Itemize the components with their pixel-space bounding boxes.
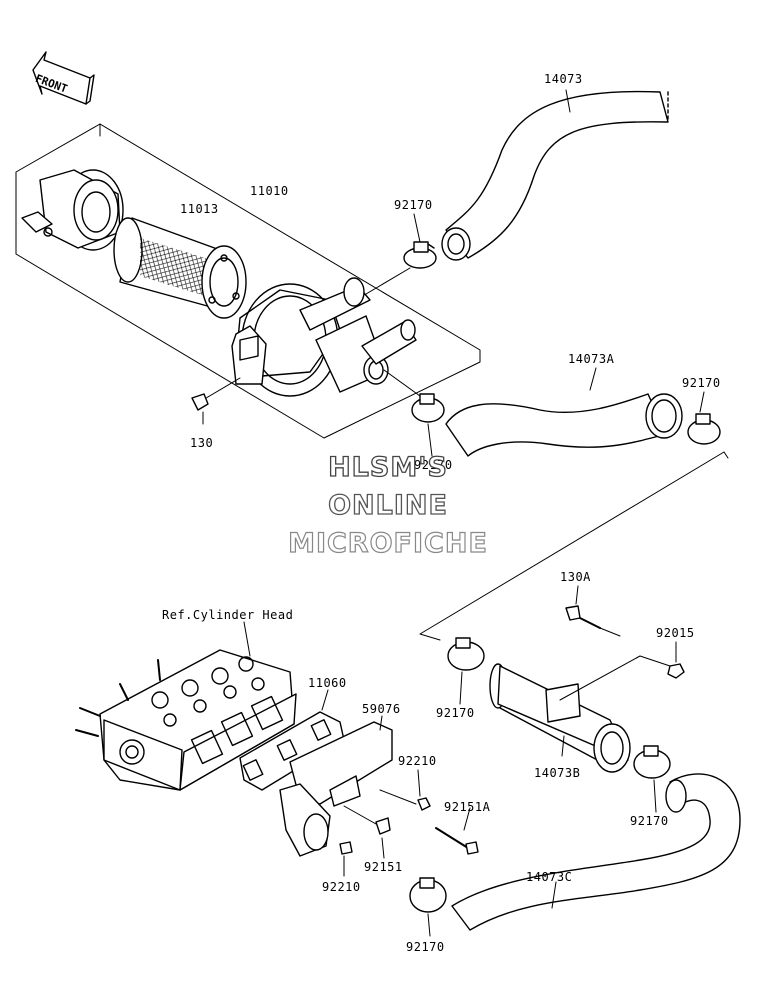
nut-92015 bbox=[667, 663, 685, 679]
part-label-11060[interactable]: 11060 bbox=[308, 676, 347, 690]
hose-14073C bbox=[451, 773, 741, 931]
air-cleaner-housing bbox=[231, 277, 417, 397]
part-label-ref-cylinder-head[interactable]: Ref.Cylinder Head bbox=[162, 608, 294, 622]
precleaner-cap bbox=[21, 169, 124, 251]
part-label-130A[interactable]: 130A bbox=[560, 570, 591, 584]
part-label-92170-b[interactable]: 92170 bbox=[682, 376, 721, 390]
bolt-92151 bbox=[375, 817, 391, 835]
part-label-11013[interactable]: 11013 bbox=[180, 202, 219, 216]
bolt-130A bbox=[565, 605, 601, 629]
filter-element bbox=[113, 217, 247, 319]
clamp-92170-c bbox=[411, 393, 445, 423]
watermark-line-3: MICROFICHE bbox=[287, 527, 488, 559]
clamp-92170-e bbox=[633, 745, 671, 779]
cylinder-head bbox=[75, 649, 297, 791]
part-label-11010[interactable]: 11010 bbox=[250, 184, 289, 198]
part-label-92151[interactable]: 92151 bbox=[364, 860, 403, 874]
part-label-59076[interactable]: 59076 bbox=[362, 702, 401, 716]
part-label-92170-d[interactable]: 92170 bbox=[436, 706, 475, 720]
air-cleaner-outline-box bbox=[15, 123, 481, 439]
manifold-59076 bbox=[279, 721, 393, 857]
part-label-14073[interactable]: 14073 bbox=[544, 72, 583, 86]
part-label-92210-b[interactable]: 92210 bbox=[322, 880, 361, 894]
clamp-92170-a bbox=[403, 241, 437, 269]
watermark-line-1: HLSM'S bbox=[327, 451, 448, 483]
part-label-92210-a[interactable]: 92210 bbox=[398, 754, 437, 768]
pipe-14073B bbox=[489, 655, 641, 773]
part-label-92170-e[interactable]: 92170 bbox=[630, 814, 669, 828]
part-label-92170-f[interactable]: 92170 bbox=[406, 940, 445, 954]
part-label-14073A[interactable]: 14073A bbox=[568, 352, 615, 366]
nut-92210-b bbox=[339, 841, 353, 855]
nut-92210-a bbox=[417, 797, 431, 811]
bolt-130 bbox=[191, 377, 241, 411]
hose-14073 bbox=[441, 90, 669, 261]
front-arrow-icon bbox=[32, 51, 95, 105]
watermark-line-2: ONLINE bbox=[327, 489, 448, 521]
hose-14073A bbox=[445, 393, 683, 457]
clamp-92170-d bbox=[447, 637, 485, 671]
part-label-92170-c[interactable]: 92170 bbox=[414, 458, 453, 472]
part-label-92170-a[interactable]: 92170 bbox=[394, 198, 433, 212]
part-label-14073C[interactable]: 14073C bbox=[526, 870, 573, 884]
clamp-92170-f bbox=[409, 877, 447, 913]
part-label-92151A[interactable]: 92151A bbox=[444, 800, 491, 814]
clamp-92170-b bbox=[687, 413, 721, 445]
bolt-92151A bbox=[435, 827, 479, 855]
part-label-14073B[interactable]: 14073B bbox=[534, 766, 581, 780]
part-label-130[interactable]: 130 bbox=[190, 436, 214, 450]
part-label-92015[interactable]: 92015 bbox=[656, 626, 695, 640]
